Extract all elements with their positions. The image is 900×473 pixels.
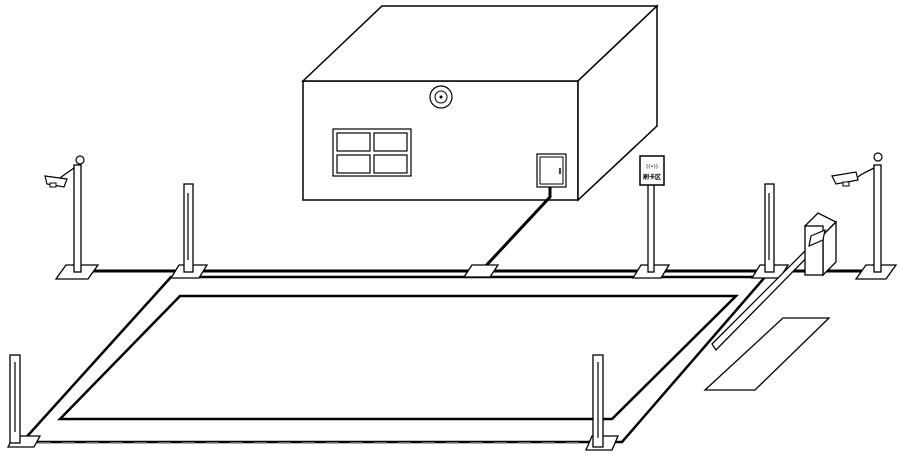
camera-pole-right (831, 152, 898, 280)
surveillance-camera-icon (831, 171, 859, 187)
card-reader-label: 刷卡区 (643, 173, 661, 181)
camera-pole-left (44, 155, 100, 280)
junction-box (462, 264, 500, 278)
barrier-gate (703, 212, 838, 391)
building-window (332, 128, 412, 177)
infrared-post-front-left (6, 354, 42, 448)
building-side-face (577, 4, 658, 202)
weighbridge-platform (19, 275, 768, 444)
ground-sensor-pad (703, 317, 831, 391)
platform-inner (57, 294, 740, 421)
infrared-post-back-right (750, 183, 790, 279)
infrared-post-back-left (169, 183, 209, 279)
control-cable (480, 187, 552, 272)
platform-outer (19, 275, 768, 444)
surveillance-camera-icon (44, 175, 68, 188)
control-room-building (301, 4, 659, 202)
infrared-post-front-right (585, 354, 619, 451)
card-reader: ((•)) 刷卡区 (631, 155, 671, 279)
barrier-cabinet (803, 212, 838, 277)
card-reader-symbol: ((•)) (646, 164, 658, 170)
electrical-cabinet (536, 153, 567, 188)
surveillance-camera-icon (429, 85, 453, 109)
